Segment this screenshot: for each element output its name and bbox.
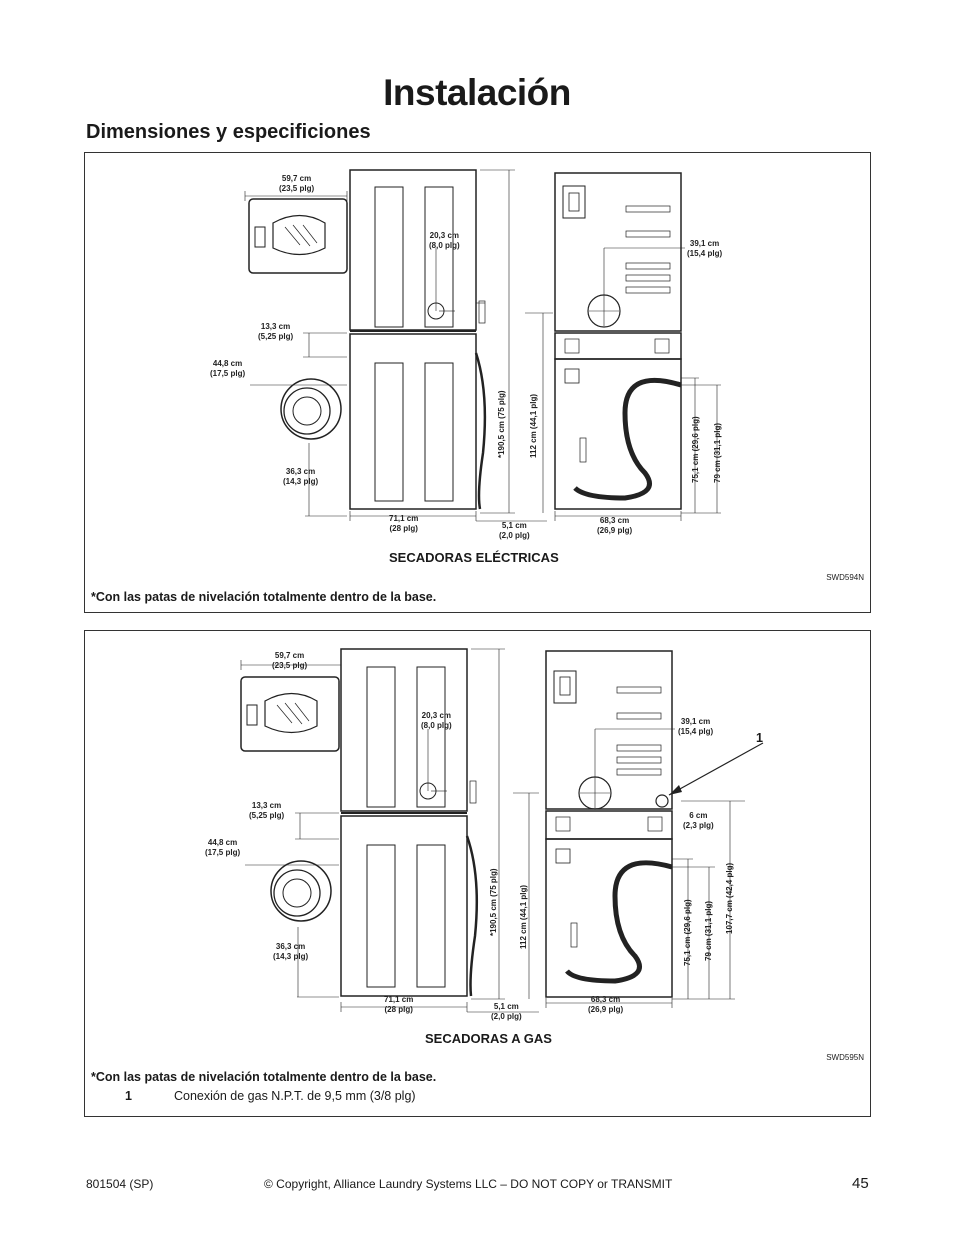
dim-dryer-height: 112 cm (44,1 plg) xyxy=(529,393,538,458)
gas-dim-width-top: 59,7 cm(23,5 plg) xyxy=(272,651,308,670)
page-number: 45 xyxy=(852,1175,869,1192)
dim-width-base: 71,1 cm(28 plg) xyxy=(389,514,419,533)
gas-dim-hookup-a: 75,1 cm (29,6 plg) xyxy=(683,899,692,966)
gas-dim-hookup-b: 79 cm (31,1 plg) xyxy=(704,900,713,961)
gas-dim-door-height: 44,8 cm(17,5 plg) xyxy=(205,838,241,857)
dim-door-height: 44,8 cm(17,5 plg) xyxy=(210,359,246,378)
dim-vent-height: 20,3 cm(8,0 plg) xyxy=(429,231,460,250)
dim-total-height: *190,5 cm (75 plg) xyxy=(497,390,506,458)
dim-hookup-a: 75,1 cm (29,6 plg) xyxy=(691,416,700,483)
gas-dim-vent-height: 20,3 cm(8,0 plg) xyxy=(421,711,452,730)
gas-caption: SECADORAS A GAS xyxy=(425,1031,552,1046)
gas-dim-depth: 68,3 cm(26,9 plg) xyxy=(588,995,624,1014)
gas-dim-gas-height: 107,7 cm (42,4 plg) xyxy=(725,862,734,934)
gas-dim-door-bottom: 36,3 cm(14,3 plg) xyxy=(273,942,309,961)
dim-side-offset: 39,1 cm(15,4 plg) xyxy=(687,239,723,258)
electric-dryer-panel: 59,7 cm(23,5 plg) 20,3 cm(8,0 plg) 39,1 … xyxy=(84,152,871,613)
electric-figure-code: SWD594N xyxy=(826,573,864,582)
gas-legend-number: 1 xyxy=(125,1089,132,1103)
dim-hookup-b: 79 cm (31,1 plg) xyxy=(713,422,722,483)
gas-dim-width-base: 71,1 cm(28 plg) xyxy=(384,995,414,1014)
section-title: Dimensiones y especificiones xyxy=(86,121,371,143)
electric-dimension-diagram xyxy=(244,169,721,522)
gas-note: *Con las patas de nivelación totalmente … xyxy=(91,1070,437,1084)
electric-note: *Con las patas de nivelación totalmente … xyxy=(91,590,437,604)
gas-dimension-diagram xyxy=(240,648,764,1013)
gas-dim-gas-offset: 6 cm(2,3 plg) xyxy=(683,811,714,830)
gas-callout-number: 1 xyxy=(756,731,763,745)
dim-door-bottom: 36,3 cm(14,3 plg) xyxy=(283,467,319,486)
gas-legend-text: Conexión de gas N.P.T. de 9,5 mm (3/8 pl… xyxy=(174,1089,416,1103)
dim-rear-offset: 5,1 cm(2,0 plg) xyxy=(499,521,530,540)
page-title: Instalación xyxy=(383,72,571,113)
gas-dim-total-height: *190,5 cm (75 plg) xyxy=(489,868,498,936)
gas-dim-dryer-height: 112 cm (44,1 plg) xyxy=(519,884,528,949)
footer-doc-number: 801504 (SP) xyxy=(86,1177,154,1191)
footer-copyright: © Copyright, Alliance Laundry Systems LL… xyxy=(264,1177,673,1191)
gas-dim-gap: 13,3 cm(5,25 plg) xyxy=(249,801,285,820)
gas-dim-rear-offset: 5,1 cm(2,0 plg) xyxy=(491,1002,522,1021)
electric-caption: SECADORAS ELÉCTRICAS xyxy=(389,550,559,565)
dim-gap: 13,3 cm(5,25 plg) xyxy=(258,322,294,341)
dim-width-top: 59,7 cm(23,5 plg) xyxy=(279,174,315,193)
gas-dryer-panel: 59,7 cm(23,5 plg) 20,3 cm(8,0 plg) 39,1 … xyxy=(84,630,871,1117)
gas-figure-code: SWD595N xyxy=(826,1053,864,1062)
dim-depth: 68,3 cm(26,9 plg) xyxy=(597,516,633,535)
gas-dim-side-offset: 39,1 cm(15,4 plg) xyxy=(678,717,714,736)
